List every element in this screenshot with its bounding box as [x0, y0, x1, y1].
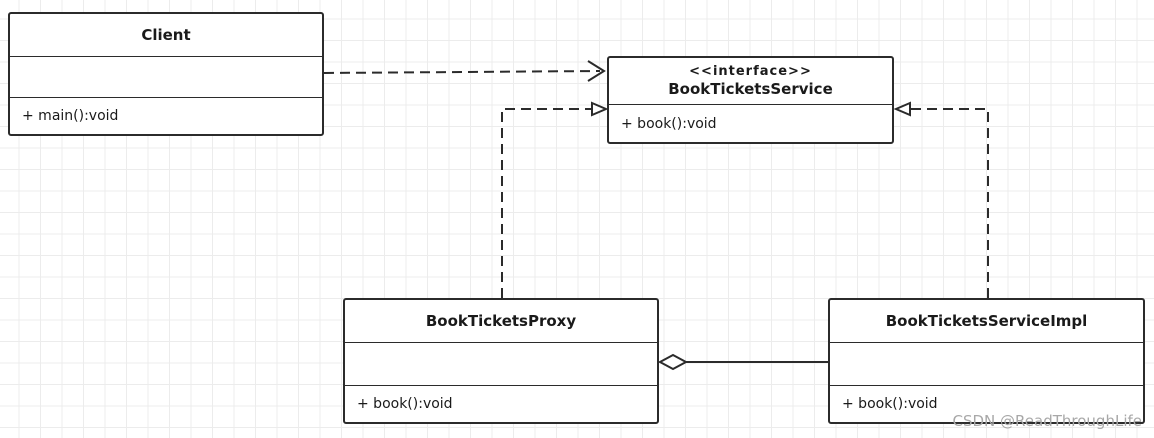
- attributes-compartment: [345, 343, 657, 386]
- operation: + main():void: [22, 108, 119, 124]
- class-client[interactable]: Client + main():void: [8, 12, 324, 136]
- class-book-tickets-proxy[interactable]: BookTicketsProxy + book():void: [343, 298, 659, 424]
- attributes-compartment: [10, 57, 322, 98]
- operation: + book():void: [621, 115, 717, 132]
- dependency-line[interactable]: [323, 70, 601, 74]
- hollow-triangle-head: [893, 101, 911, 117]
- class-name: BookTicketsService: [668, 79, 833, 98]
- operation: + book():void: [357, 396, 453, 412]
- realization-line-proxy[interactable]: [501, 108, 592, 298]
- hollow-diamond-head: [657, 353, 689, 371]
- class-name: BookTicketsServiceImpl: [830, 300, 1143, 343]
- hollow-triangle-head: [591, 101, 609, 117]
- class-name: Client: [10, 14, 322, 57]
- class-book-tickets-service[interactable]: <<interface>> BookTicketsService + book(…: [607, 56, 894, 144]
- class-header: <<interface>> BookTicketsService: [609, 58, 892, 105]
- realization-line-impl[interactable]: [910, 108, 989, 298]
- attributes-compartment: [830, 343, 1143, 386]
- stereotype: <<interface>>: [689, 63, 812, 79]
- class-book-tickets-service-impl[interactable]: BookTicketsServiceImpl + book():void: [828, 298, 1145, 424]
- operation: + book():void: [842, 396, 938, 412]
- watermark: CSDN @ReadThroughLife: [952, 412, 1142, 430]
- class-name: BookTicketsProxy: [345, 300, 657, 343]
- open-arrow-head: [587, 60, 606, 82]
